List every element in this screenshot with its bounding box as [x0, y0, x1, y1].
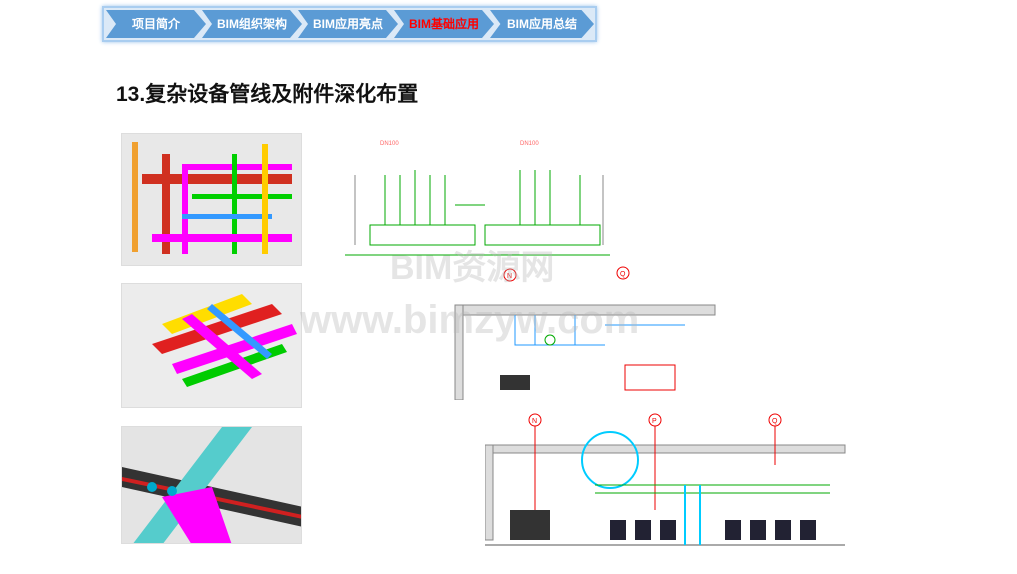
grid-marker: Q — [772, 418, 778, 425]
grid-marker: N — [507, 273, 512, 280]
page-title: 13.复杂设备管线及附件深化布置 — [116, 83, 419, 106]
svg-text:DN100: DN100 — [380, 141, 399, 147]
grid-marker: P — [652, 418, 657, 425]
grid-marker: N — [532, 418, 537, 425]
section-nav: 项目简介 BIM组织架构 BIM应用亮点 BIM基础应用 BIM应用总结 — [102, 6, 597, 42]
nav-step-bim-organization[interactable]: BIM组织架构 — [202, 10, 302, 38]
bim-model-image-3 — [121, 426, 302, 544]
cad-lines: DN100 DN100 — [345, 141, 610, 256]
bim-model-image-1 — [121, 133, 302, 266]
cad-drawing-elevation-1: DN100 DN100 — [335, 125, 615, 260]
pipe-model-render — [122, 427, 301, 543]
grid-marker: Q — [620, 271, 626, 278]
pipe-model-render — [122, 134, 301, 265]
nav-step-bim-basic-applications[interactable]: BIM基础应用 — [394, 10, 494, 38]
nav-step-project-intro[interactable]: 项目简介 — [106, 10, 206, 38]
nav-step-bim-highlights[interactable]: BIM应用亮点 — [298, 10, 398, 38]
pipe-model-render — [122, 284, 301, 407]
svg-text:DN100: DN100 — [520, 141, 539, 147]
nav-step-bim-summary[interactable]: BIM应用总结 — [490, 10, 594, 38]
bim-model-image-2 — [121, 283, 302, 408]
